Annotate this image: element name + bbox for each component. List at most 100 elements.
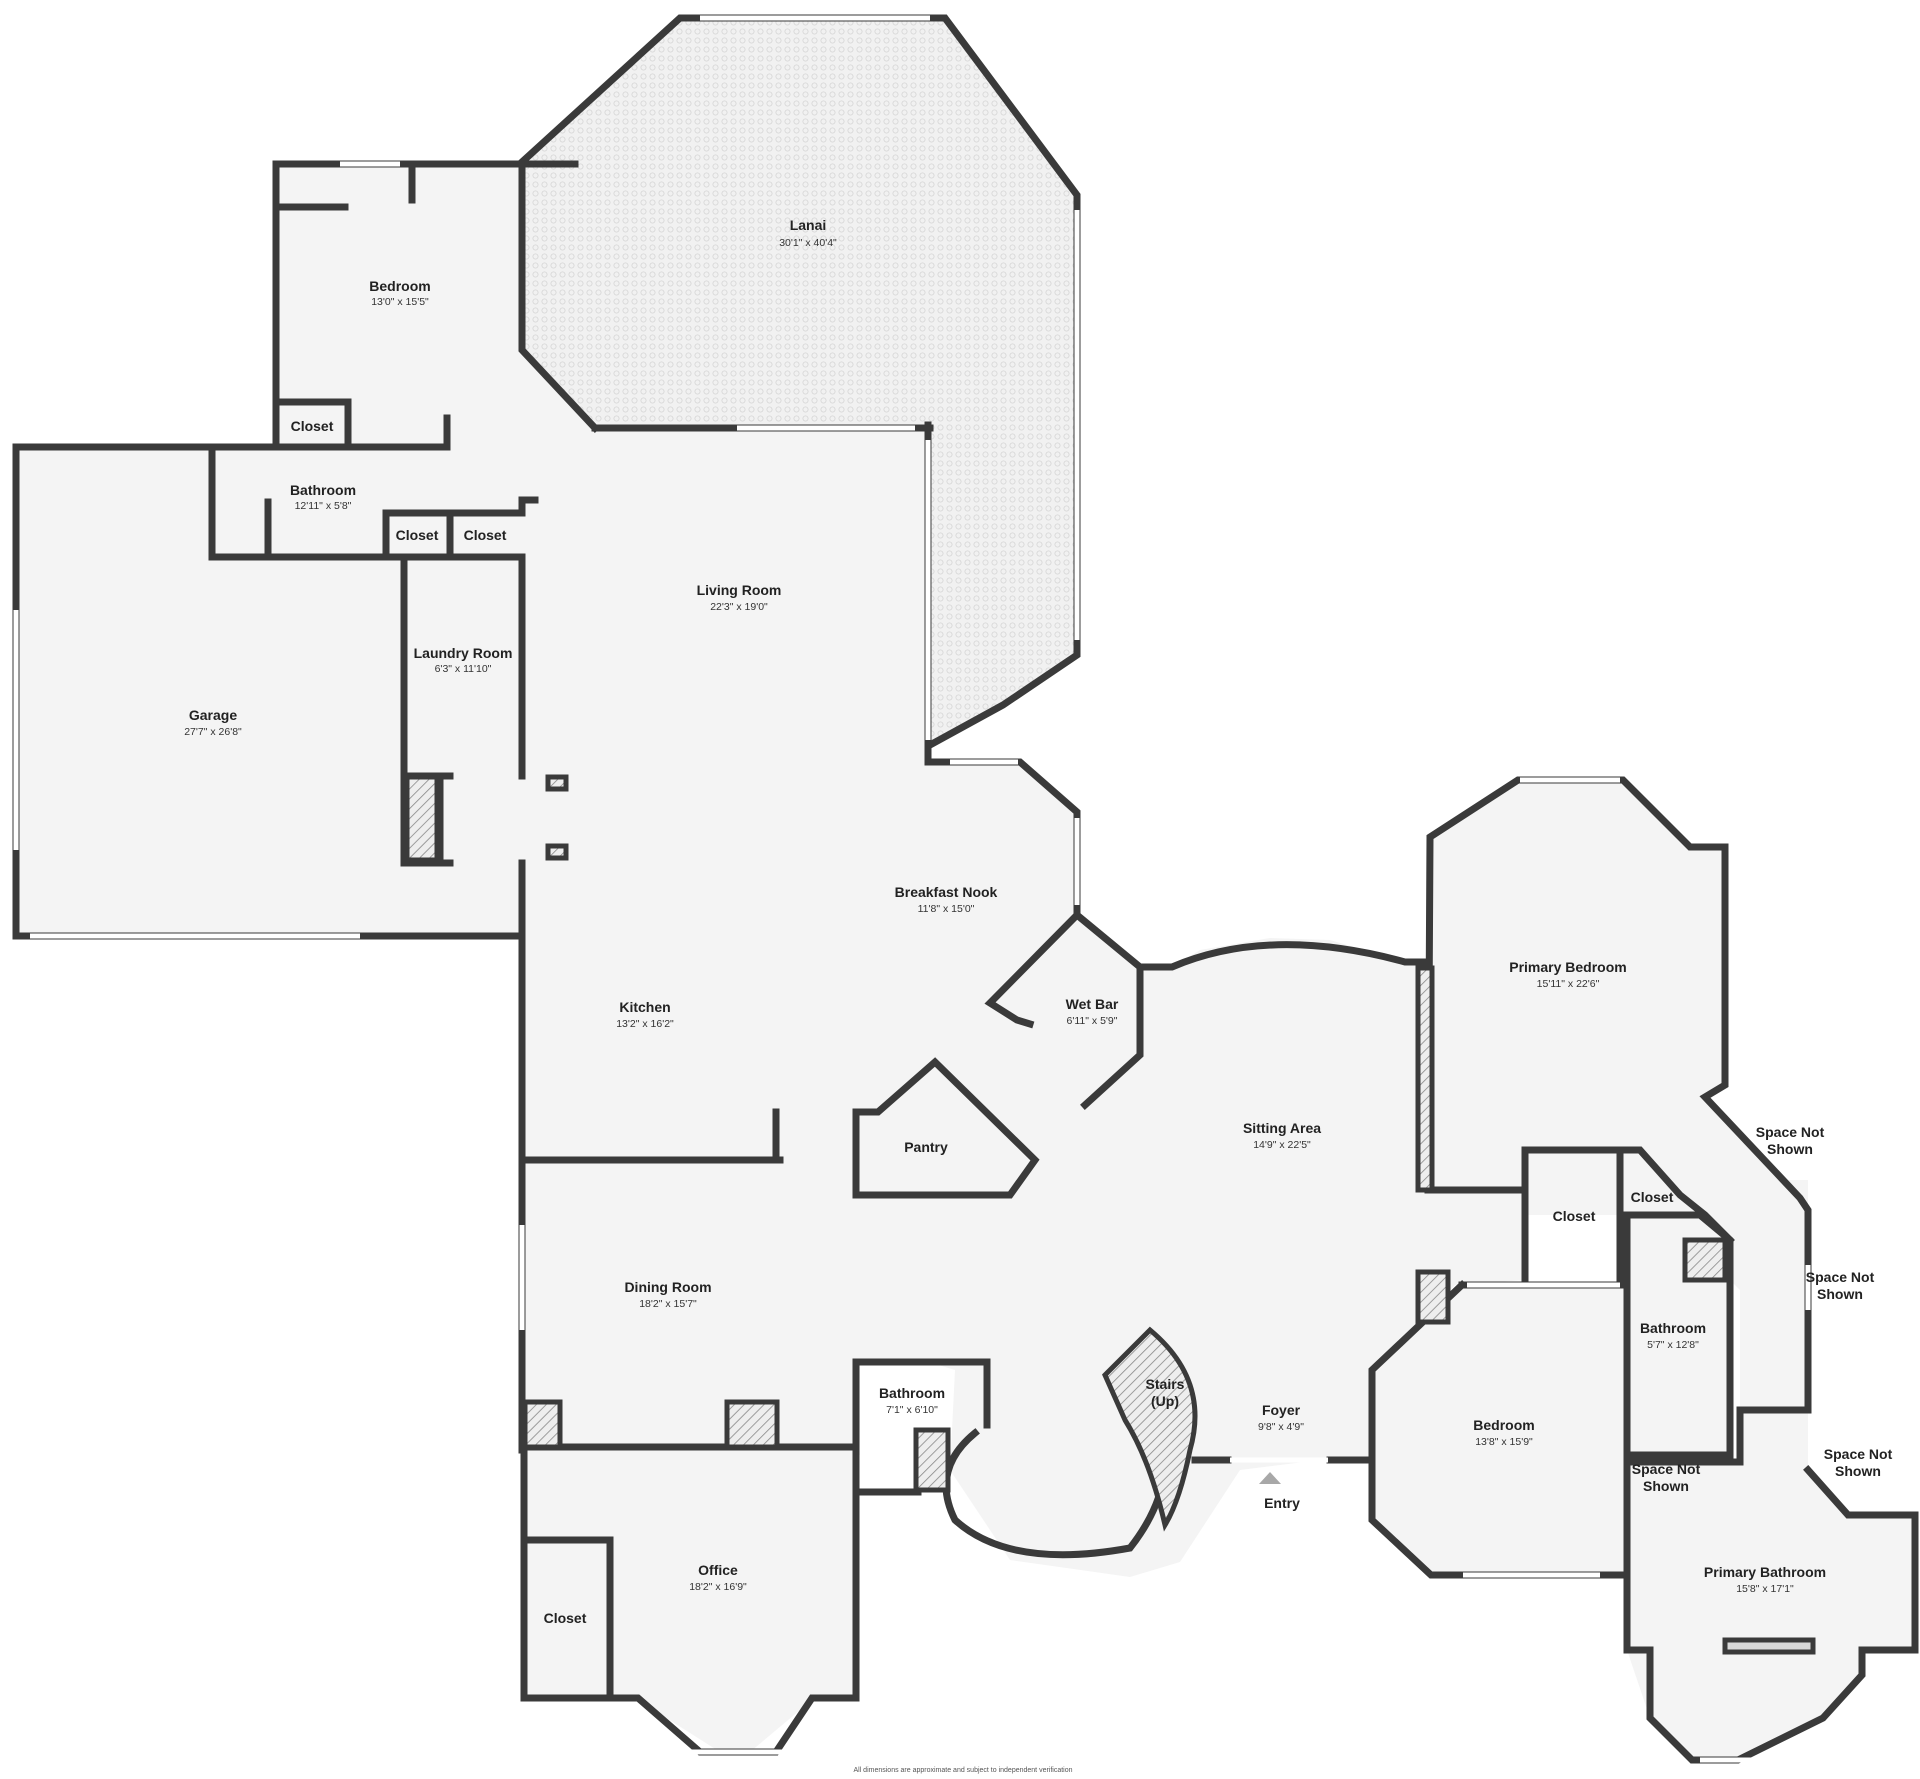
space-not-shown-3b: Shown xyxy=(1835,1463,1881,1479)
wetbar-counter xyxy=(984,910,1082,1029)
closet5-label: Closet xyxy=(1553,1208,1596,1224)
wetbar-dims: 6'11" x 5'9" xyxy=(1067,1015,1118,1027)
closet2-label: Closet xyxy=(396,527,439,543)
sitting-column xyxy=(1415,965,1435,1193)
sitting-label: Sitting Area xyxy=(1243,1120,1321,1136)
bathroom1-label: Bathroom xyxy=(290,482,356,498)
wetbar-wall xyxy=(1072,910,1144,1110)
bedroom1-dims: 13'0" x 15'5" xyxy=(371,296,429,308)
closet5-wall xyxy=(1521,1146,1624,1286)
bathroom3-dims: 5'7" x 12'8" xyxy=(1647,1339,1699,1351)
space-not-shown-1b: Shown xyxy=(1767,1141,1813,1157)
bedroom1-wall xyxy=(272,160,526,451)
primary-bath-label: Primary Bathroom xyxy=(1704,1564,1826,1580)
bedroom2-dims: 13'8" x 15'9" xyxy=(1475,1436,1533,1448)
lanai-outer-wall xyxy=(517,14,1081,750)
kitchen-dims: 13'2" x 16'2" xyxy=(616,1018,674,1030)
pantry-label: Pantry xyxy=(904,1139,948,1155)
lanai-wall xyxy=(518,160,600,433)
space-not-shown-1a: Space Not xyxy=(1756,1124,1825,1140)
closet3-label: Closet xyxy=(464,527,507,543)
windows xyxy=(13,15,1811,1763)
sitting-dims: 14'9" x 22'5" xyxy=(1253,1139,1311,1151)
bedroom1-label: Bedroom xyxy=(369,278,430,294)
foyer-label: Foyer xyxy=(1262,1402,1301,1418)
dining-dims: 18'2" x 15'7" xyxy=(639,1298,697,1310)
primary-bath-floor xyxy=(1627,1410,1915,1760)
office-label: Office xyxy=(698,1562,738,1578)
stairs-shape xyxy=(1102,1326,1198,1532)
nook-label: Breakfast Nook xyxy=(895,884,998,900)
main-floor xyxy=(450,350,1525,1577)
space-not-shown-2b: Shown xyxy=(1817,1286,1863,1302)
disclaimer: All dimensions are approximate and subje… xyxy=(853,1767,1072,1774)
entry-arrow xyxy=(1259,1472,1281,1484)
bathroom1-floor xyxy=(212,449,447,557)
bathroom1-wall xyxy=(208,414,451,451)
space-not-shown-3a: Space Not xyxy=(1824,1446,1893,1462)
space-not-shown-floor xyxy=(1740,1180,1808,1420)
sitting-area-top-wall xyxy=(1136,941,1432,971)
office-bay-floor xyxy=(638,1700,812,1752)
space-not-shown-2a: Space Not xyxy=(1806,1269,1875,1285)
bathroom3-wall xyxy=(1623,1211,1734,1459)
bedroom2-column xyxy=(1415,1269,1451,1325)
labels: Lanai 30'1" x 40'4" Bedroom 13'0" x 15'5… xyxy=(184,217,1892,1774)
lanai-label: Lanai xyxy=(790,217,827,233)
bath2-column xyxy=(913,1427,951,1493)
dining-column-2 xyxy=(724,1399,780,1450)
dining-label: Dining Room xyxy=(624,1279,711,1295)
laundry-dims: 6'3" x 11'10" xyxy=(435,663,492,675)
bedroom2-floor xyxy=(1372,1285,1627,1575)
primary-bath-dims: 15'8" x 17'1" xyxy=(1736,1583,1794,1595)
closet3-wall xyxy=(446,496,539,517)
closet1-label: Closet xyxy=(291,418,334,434)
tub-shape xyxy=(1722,1637,1816,1655)
bedroom2-label: Bedroom xyxy=(1473,1417,1534,1433)
stairs-sub: (Up) xyxy=(1151,1393,1179,1409)
laundry-hall xyxy=(400,772,454,867)
closet4-label: Closet xyxy=(544,1610,587,1626)
primary-bedroom-wall xyxy=(1424,776,1812,1414)
primary-bedroom-dims: 15'11" x 22'6" xyxy=(1537,978,1600,990)
foyer-dims: 9'8" x 4'9" xyxy=(1258,1421,1304,1433)
pantry-wall xyxy=(852,1057,1040,1199)
bathroom2-label: Bathroom xyxy=(879,1385,945,1401)
living-label: Living Room xyxy=(697,582,782,598)
bathroom2-dims: 7'1" x 6'10" xyxy=(886,1404,938,1416)
bathroom1-dims: 12'11" x 5'8" xyxy=(295,500,352,512)
garage-dims: 27'7" x 26'8" xyxy=(184,726,242,738)
lanai-floor xyxy=(522,18,1077,762)
bath3-column xyxy=(1682,1237,1728,1283)
column-b xyxy=(545,843,569,861)
floors xyxy=(16,18,1915,1760)
closet1-wall xyxy=(272,398,352,451)
primary-bath-wall xyxy=(1623,1406,1744,1466)
column-a xyxy=(545,774,569,792)
bathroom3-label: Bathroom xyxy=(1640,1320,1706,1336)
office-floor xyxy=(524,1450,856,1700)
dining-column-1 xyxy=(522,1399,563,1450)
space-not-shown-4a: Space Not xyxy=(1632,1461,1701,1477)
closet6-label: Closet xyxy=(1631,1189,1674,1205)
closet4-wall xyxy=(520,1536,614,1702)
office-dims: 18'2" x 16'9" xyxy=(689,1581,747,1593)
laundry-column xyxy=(404,774,440,863)
stairs-label: Stairs xyxy=(1146,1376,1185,1392)
garage-label: Garage xyxy=(189,707,237,723)
laundry-label: Laundry Room xyxy=(414,645,513,661)
bathroom2-bottom xyxy=(852,1486,922,1496)
wetbar-label: Wet Bar xyxy=(1066,996,1119,1012)
bathroom2-wall xyxy=(852,1358,991,1499)
primary-bedroom-label: Primary Bedroom xyxy=(1509,959,1626,975)
living-dims: 22'3" x 19'0" xyxy=(710,601,768,613)
kitchen-label: Kitchen xyxy=(619,999,670,1015)
lanai-dims: 30'1" x 40'4" xyxy=(779,237,837,249)
closet2-wall xyxy=(382,509,454,561)
columns xyxy=(404,774,1728,1493)
nook-dims: 11'8" x 15'0" xyxy=(918,903,975,915)
primary-bath-outer-wall xyxy=(1623,1458,1919,1764)
entry-label: Entry xyxy=(1264,1495,1300,1511)
space-not-shown-4b: Shown xyxy=(1643,1478,1689,1494)
